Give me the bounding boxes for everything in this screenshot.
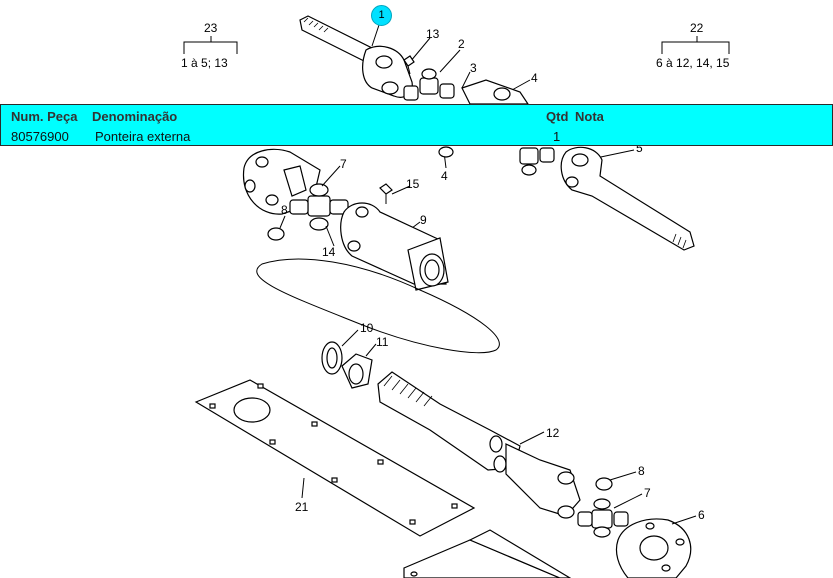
cell-quantity: 1 <box>553 129 561 144</box>
splined-shaft-12[interactable] <box>377 371 581 519</box>
callout-10[interactable]: 10 <box>360 321 374 335</box>
leader-lines-top <box>371 21 531 91</box>
leader-6 <box>671 515 697 525</box>
part-info-table: Num. Peça Denominação Qtd Nota 80576900 … <box>0 104 833 146</box>
table-header: Num. Peça Denominação Qtd Nota <box>1 109 832 127</box>
support-bracket[interactable] <box>403 529 572 578</box>
flange-yoke-upper[interactable] <box>242 148 321 215</box>
callout-11[interactable]: 11 <box>376 335 389 349</box>
cell-description: Ponteira externa <box>95 129 191 144</box>
outer-axle-shaft[interactable] <box>299 15 413 98</box>
protective-boot[interactable] <box>256 258 500 354</box>
snap-ring-4-top[interactable] <box>493 87 511 101</box>
callout-5[interactable]: 5 <box>636 141 643 155</box>
callout-2[interactable]: 2 <box>458 37 465 51</box>
callout-4-mid[interactable]: 4 <box>441 169 448 183</box>
callout-8-lower[interactable]: 8 <box>638 464 645 478</box>
callout-15[interactable]: 15 <box>406 177 420 191</box>
bolt-13[interactable] <box>403 55 415 75</box>
leader-21 <box>301 477 305 499</box>
header-description: Denominação <box>92 109 178 124</box>
slip-yoke-9[interactable] <box>340 202 449 291</box>
callout-12[interactable]: 12 <box>546 426 560 440</box>
group-bracket-22: 22 6 à 12, 14, 15 <box>656 21 730 70</box>
cover-plate-21[interactable] <box>194 379 476 537</box>
group-bracket-23: 23 1 à 5; 13 <box>181 21 238 70</box>
universal-joint-cross-2[interactable] <box>403 68 455 101</box>
leader-8-lower <box>609 471 637 481</box>
callout-14[interactable]: 14 <box>322 245 336 259</box>
callout-7-upper[interactable]: 7 <box>340 157 347 171</box>
header-quantity: Qtd <box>546 109 569 124</box>
group-number-23: 23 <box>204 21 218 35</box>
bushing-11[interactable] <box>341 353 373 389</box>
callout-13[interactable]: 13 <box>426 27 440 41</box>
universal-joint-cross-7-lower[interactable] <box>577 498 629 538</box>
callout-8-upper[interactable]: 8 <box>281 203 288 217</box>
stub-shaft-5[interactable] <box>560 146 695 251</box>
snap-ring-4-mid[interactable] <box>438 146 454 158</box>
universal-joint-cross-right[interactable] <box>519 147 555 176</box>
leader-7-lower <box>613 493 643 509</box>
group-range-22: 6 à 12, 14, 15 <box>656 56 730 70</box>
bolt-15[interactable] <box>379 183 393 204</box>
table-row[interactable]: 80576900 Ponteira externa 1 <box>1 129 832 147</box>
group-number-22: 22 <box>690 21 704 35</box>
header-note: Nota <box>575 109 604 124</box>
callout-4-top[interactable]: 4 <box>531 71 538 85</box>
leader-11 <box>365 343 377 357</box>
leader-12 <box>519 431 545 445</box>
snap-ring-8-lower[interactable] <box>595 477 613 491</box>
leader-10 <box>341 329 359 347</box>
callout-7-lower[interactable]: 7 <box>644 486 651 500</box>
cell-part-number: 80576900 <box>11 129 69 144</box>
callout-9[interactable]: 9 <box>420 213 427 227</box>
snap-ring-8-upper[interactable] <box>267 227 285 241</box>
group-range-23: 1 à 5; 13 <box>181 56 228 70</box>
seal-ring-10[interactable] <box>321 341 343 375</box>
selected-callout-1[interactable]: 1 <box>371 5 392 26</box>
header-part-number: Num. Peça <box>11 109 78 124</box>
callout-21[interactable]: 21 <box>295 500 309 514</box>
callout-3[interactable]: 3 <box>470 61 477 75</box>
universal-joint-cross-7-upper[interactable] <box>289 183 349 231</box>
flange-yoke-lower[interactable] <box>615 518 692 578</box>
callout-6[interactable]: 6 <box>698 508 705 522</box>
